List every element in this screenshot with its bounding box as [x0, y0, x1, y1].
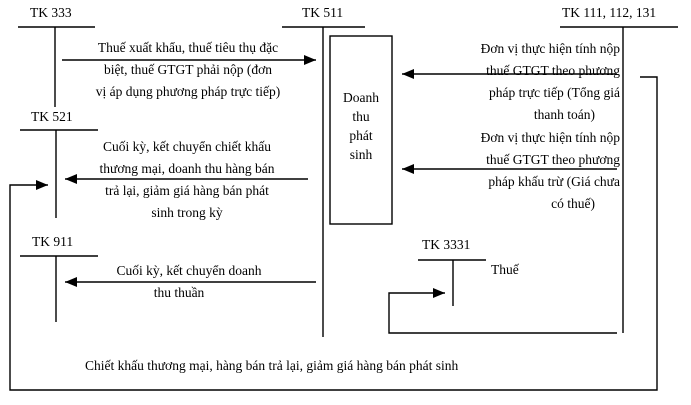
export-tax-text: Thuế xuất khẩu, thuế tiêu thụ đặc biệt, …: [62, 37, 314, 103]
export-tax-line: Thuế xuất khẩu, thuế tiêu thụ đặc: [97, 40, 279, 55]
deduction-method-line: Đơn vị thực hiện tính nộp: [480, 130, 620, 145]
bottom-flow-label: Chiết khấu thương mại, hàng bán trả lại,…: [85, 358, 459, 373]
tk333-label: TK 333: [30, 5, 72, 20]
tk521-label: TK 521: [31, 109, 73, 124]
direct-method-text: Đơn vị thực hiện tính nộp thuế GTGT theo…: [400, 38, 620, 126]
arrow-tax: [388, 288, 617, 334]
revenue-box-line: phát: [349, 128, 373, 143]
net-revenue-line: Cuối kỳ, kết chuyển doanh: [116, 263, 262, 278]
revenue-box-line: thu: [352, 109, 370, 124]
discount-transfer-line: trả lại, giảm giá hàng bán phát: [105, 183, 269, 198]
discount-transfer-line: Cuối kỳ, kết chuyển chiết khấu: [103, 139, 271, 154]
direct-method-line: thanh toán): [533, 107, 595, 122]
net-revenue-text: Cuối kỳ, kết chuyển doanh thu thuần: [64, 260, 314, 304]
direct-method-line: pháp trực tiếp (Tổng giá: [488, 85, 620, 100]
deduction-method-line: có thuế): [551, 196, 595, 211]
export-tax-line: vị áp dụng phương pháp trực tiếp): [95, 84, 281, 99]
deduction-method-line: thuế GTGT theo phương: [486, 152, 620, 167]
tax-label: Thuế: [491, 262, 519, 277]
direct-method-line: thuế GTGT theo phương: [486, 63, 620, 78]
tk3331-label: TK 3331: [422, 237, 471, 252]
discount-transfer-line: thương mại, doanh thu hàng bán: [99, 161, 275, 176]
arrow-bottom-loop: [9, 76, 658, 391]
revenue-box-line: Doanh: [343, 90, 379, 105]
tk911-label: TK 911: [32, 234, 74, 249]
revenue-box-line: sinh: [349, 147, 373, 162]
discount-transfer-text: Cuối kỳ, kết chuyển chiết khấu thương mạ…: [64, 136, 310, 224]
revenue-box: [329, 35, 393, 225]
deduction-method-line: pháp khấu trừ (Giá chưa: [488, 174, 620, 189]
tk511-label: TK 511: [302, 5, 344, 20]
revenue-box-label: Doanh thu phát sinh: [330, 88, 392, 164]
net-revenue-line: thu thuần: [153, 285, 205, 300]
deduction-method-text: Đơn vị thực hiện tính nộp thuế GTGT theo…: [400, 127, 620, 215]
export-tax-line: biệt, thuế GTGT phải nộp (đơn: [103, 62, 273, 77]
direct-method-line: Đơn vị thực hiện tính nộp: [480, 41, 620, 56]
tk111-label: TK 111, 112, 131: [562, 5, 657, 20]
discount-transfer-line: sinh trong kỳ: [151, 205, 223, 220]
